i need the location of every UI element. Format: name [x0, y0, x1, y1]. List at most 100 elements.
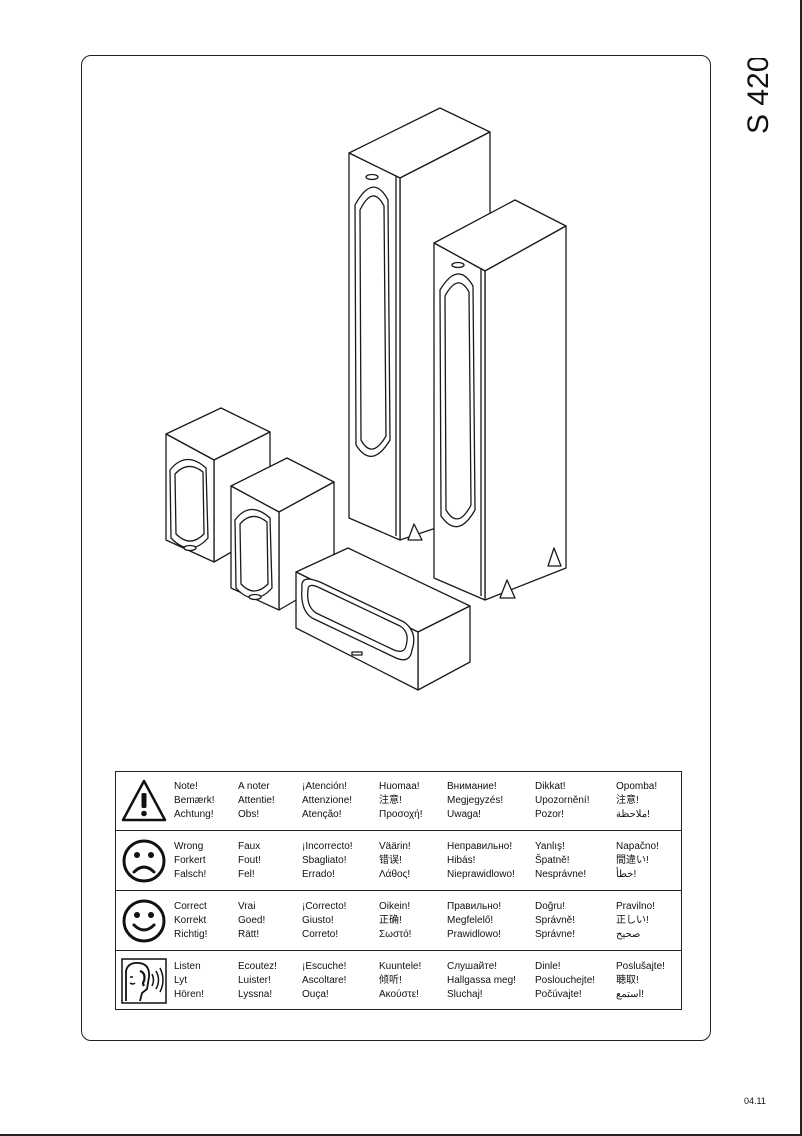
note-text: ¡Escuche! [302, 961, 347, 972]
note-text: Hallgassa meg! [447, 975, 516, 986]
note-text: Correto! [302, 929, 339, 940]
note-text: Upozornění! [535, 795, 590, 806]
note-text: 倾听! [379, 975, 402, 986]
note-text: Počúvajte! [535, 989, 582, 1000]
note-text: Väärin! [379, 841, 411, 852]
note-text: Wrong [174, 841, 204, 852]
note-text: Yanlış! [535, 841, 565, 852]
note-text: Napačno! [616, 841, 659, 852]
note-text: Faux [238, 841, 261, 852]
sad-face-icon [122, 839, 166, 883]
note-text: Správně! [535, 915, 576, 926]
note-text: Goed! [238, 915, 266, 926]
happy-face-icon [122, 899, 166, 943]
note-text: Pravilno! [616, 901, 655, 912]
note-text: Nesprávne! [535, 869, 587, 880]
note-text: Fout! [238, 855, 261, 866]
centre-speaker [295, 547, 471, 691]
note-text: 正确! [379, 915, 402, 926]
model-number-text: S 420 [742, 58, 775, 134]
note-text: A noter [238, 781, 270, 792]
note-text: Προσοχή! [379, 809, 423, 820]
note-text: Hibás! [447, 855, 476, 866]
note-text: Nieprawidlowo! [447, 869, 515, 880]
note-text: Correct [174, 901, 207, 912]
note-text: استمع! [616, 989, 645, 1000]
note-text: Dikkat! [535, 781, 566, 792]
note-text: Forkert [174, 855, 206, 866]
note-text: Správne! [535, 929, 576, 940]
note-text: Внимание! [447, 781, 497, 792]
note-text: ¡Correcto! [302, 901, 347, 912]
note-text: Poslušajte! [616, 961, 665, 972]
note-text: 間違い! [616, 855, 649, 866]
bookshelf-speaker-front [230, 457, 335, 611]
note-text: Prawidlowo! [447, 929, 501, 940]
floorstanding-speaker-right [433, 199, 567, 601]
note-text: Ouça! [302, 989, 329, 1000]
note-text: Doğru! [535, 901, 566, 912]
note-text: Attenzione! [302, 795, 353, 806]
speaker-system-illustration [165, 107, 567, 691]
document-code: 04.11 [744, 1096, 766, 1106]
warning-triangle-icon [121, 779, 167, 822]
listen-ear-icon [121, 958, 167, 1004]
note-text: Opomba! [616, 781, 658, 792]
note-text: Poslouchejte! [535, 975, 596, 986]
note-text: 注意! [379, 795, 402, 806]
note-text: Ecoutez! [238, 961, 277, 972]
note-text: Fel! [238, 869, 255, 880]
note-text: خطأ! [616, 869, 637, 880]
page-edge-bottom [0, 1134, 802, 1136]
note-text: Hören! [174, 989, 205, 1000]
note-text: Ascoltare! [302, 975, 347, 986]
note-text: Pozor! [535, 809, 564, 820]
note-text: 注意! [616, 795, 639, 806]
note-text: Vrai [238, 901, 256, 912]
note-text: Errado! [302, 869, 335, 880]
note-text: 聴取! [616, 975, 639, 986]
note-text: Megjegyzés! [447, 795, 504, 806]
note-text: Rätt! [238, 929, 260, 940]
note-text: Huomaa! [379, 781, 420, 792]
note-text: Listen [174, 961, 201, 972]
note-text: Правильно! [447, 901, 502, 912]
note-text: Неправильно! [447, 841, 513, 852]
note-text: Oikein! [379, 901, 411, 912]
note-text: Σωστό! [379, 929, 412, 940]
note-text: ¡Atención! [302, 781, 348, 792]
page-edge-right [800, 0, 802, 1136]
model-number: S 420 [730, 58, 780, 136]
note-text: Λάθος! [379, 869, 411, 880]
note-text: Attentie! [238, 795, 275, 806]
note-text: Korrekt [174, 915, 207, 926]
note-text: Dinle! [535, 961, 561, 972]
note-text: Falsch! [174, 869, 207, 880]
note-text: Luister! [238, 975, 271, 986]
note-text: Giusto! [302, 915, 334, 926]
note-text: Megfelelő! [447, 915, 494, 926]
note-text: Obs! [238, 809, 260, 820]
note-text: 错误! [379, 855, 402, 866]
note-text: صحيح [616, 929, 641, 940]
note-text: Richtig! [174, 929, 208, 940]
note-text: Uwaga! [447, 809, 481, 820]
note-text: Sbagliato! [302, 855, 347, 866]
note-text: Lyssna! [238, 989, 273, 1000]
note-text: ¡Incorrecto! [302, 841, 353, 852]
note-text: Kuuntele! [379, 961, 422, 972]
note-text: Bemærk! [174, 795, 215, 806]
note-text: 正しい! [616, 915, 649, 926]
note-text: Achtung! [174, 809, 214, 820]
note-text: Sluchaj! [447, 989, 483, 1000]
note-text: Atenção! [302, 809, 342, 820]
note-text: Lyt [174, 975, 187, 986]
note-text: Špatně! [535, 855, 570, 866]
page-frame [81, 55, 711, 1041]
note-text: Note! [174, 781, 198, 792]
